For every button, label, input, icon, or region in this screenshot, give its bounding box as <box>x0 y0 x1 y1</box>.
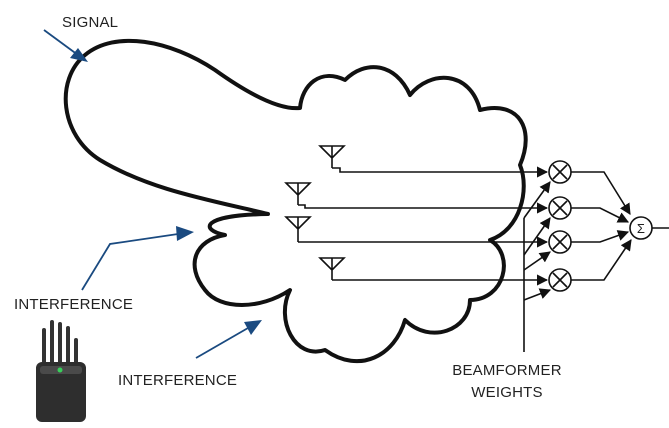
beamformer-label: BEAMFORMER <box>452 362 562 379</box>
weight-arrow <box>523 217 551 256</box>
antenna-icon <box>284 216 312 242</box>
weight-arrow <box>523 251 551 271</box>
antenna-icon <box>284 182 312 205</box>
interference-label: INTERFERENCE <box>14 296 133 313</box>
weight-arrow <box>523 288 552 301</box>
antenna-icon <box>318 257 346 280</box>
jammer-device-image <box>36 320 86 422</box>
interference-callout-arrow <box>195 320 262 359</box>
sum-input <box>571 171 631 215</box>
summer-icon: Σ <box>629 216 653 240</box>
antenna-icon <box>318 145 346 168</box>
signal-line <box>332 166 549 178</box>
sum-input <box>571 207 630 223</box>
signal-label: SIGNAL <box>62 14 118 31</box>
multiplier-icon <box>548 196 572 220</box>
interference-callout-arrow <box>81 226 194 291</box>
sum-input <box>571 230 630 243</box>
sum-symbol: Σ <box>637 221 645 236</box>
beam-pattern <box>63 38 528 364</box>
interference-label: INTERFERENCE <box>118 372 237 389</box>
sum-input <box>571 239 632 281</box>
signal-callout-arrow <box>43 29 88 62</box>
weight-arrow <box>523 181 551 219</box>
signal-line <box>298 202 549 214</box>
multiplier-icon <box>548 230 572 254</box>
weights-label: WEIGHTS <box>471 384 542 401</box>
multiplier-icon <box>548 268 572 292</box>
multiplier-icon <box>548 160 572 184</box>
